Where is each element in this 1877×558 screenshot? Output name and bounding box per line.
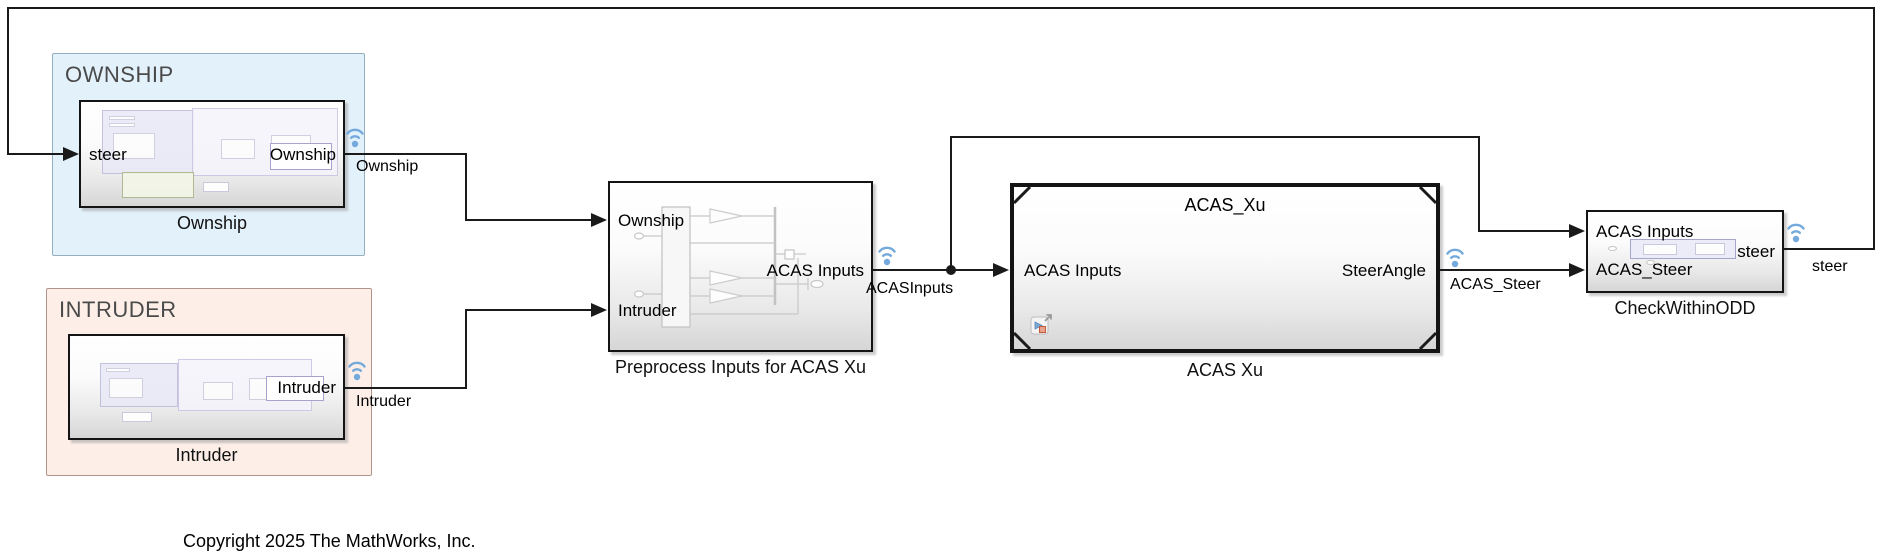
preview-box bbox=[203, 182, 229, 192]
ownship-block-name: Ownship bbox=[176, 213, 248, 233]
acas-xu-inport-label: ACAS Inputs bbox=[1024, 261, 1122, 280]
intruder-block[interactable]: Intruder bbox=[68, 334, 345, 440]
preview-oval bbox=[1608, 246, 1617, 251]
check-within-odd-block[interactable]: ACAS Inputs ACAS_Steer steer bbox=[1586, 210, 1784, 293]
branch-junction-dot bbox=[946, 265, 956, 275]
check-odd-outport-label: steer bbox=[1737, 242, 1775, 261]
model-reference-badge-icon[interactable] bbox=[1030, 313, 1054, 336]
ownship-inport-label: steer bbox=[89, 145, 127, 164]
copyright-annotation: Copyright 2025 The MathWorks, Inc. bbox=[183, 531, 476, 551]
preview-box bbox=[203, 382, 233, 400]
signal-label-acas-steer: ACAS_Steer bbox=[1450, 276, 1541, 293]
signal-label-ownship: Ownship bbox=[356, 158, 419, 175]
intruder-block-preview bbox=[100, 363, 178, 407]
preprocess-outport-label: ACAS Inputs bbox=[766, 261, 864, 280]
preview-box bbox=[109, 123, 135, 127]
preview-box bbox=[122, 412, 152, 422]
check-within-odd-preview bbox=[1630, 239, 1736, 259]
port-arrowhead-icon bbox=[591, 303, 607, 317]
wire-intruder-signal[interactable] bbox=[345, 303, 607, 389]
preview-box bbox=[221, 139, 255, 159]
wifi-signal-icon-acas-steer[interactable] bbox=[1445, 244, 1465, 271]
area-intruder-label: INTRUDER bbox=[59, 297, 177, 322]
port-arrowhead-icon bbox=[591, 213, 607, 227]
preprocess-inport-label-ownship: Ownship bbox=[618, 211, 685, 230]
check-odd-inport-label-acas-steer: ACAS_Steer bbox=[1596, 260, 1693, 279]
intruder-block-name: Intruder bbox=[175, 445, 238, 465]
preview-box bbox=[109, 378, 143, 398]
acas-xu-model-header: ACAS_Xu bbox=[1184, 195, 1266, 215]
signal-label-intruder: Intruder bbox=[356, 393, 412, 410]
acas-xu-outport-label: SteerAngle bbox=[1341, 261, 1426, 280]
wifi-signal-icon-acas-inputs[interactable] bbox=[877, 242, 897, 269]
acas-xu-block-name: ACAS Xu bbox=[1186, 360, 1264, 380]
port-arrowhead-icon bbox=[993, 263, 1009, 277]
area-ownship-label: OWNSHIP bbox=[65, 62, 174, 87]
preview-oval bbox=[1646, 260, 1655, 265]
preprocess-inport-label-intruder: Intruder bbox=[618, 301, 677, 320]
ownship-block-preview-green bbox=[122, 172, 194, 198]
port-arrowhead-icon bbox=[1569, 224, 1585, 238]
check-odd-inport-label-acas-inputs: ACAS Inputs bbox=[1596, 222, 1694, 241]
wifi-signal-icon-steer[interactable] bbox=[1786, 219, 1806, 246]
check-within-odd-block-name: CheckWithinODD bbox=[1614, 298, 1756, 318]
preview-box bbox=[1643, 244, 1677, 255]
preview-box bbox=[1695, 243, 1725, 255]
preview-box bbox=[109, 116, 135, 120]
wifi-signal-icon-ownship[interactable] bbox=[345, 124, 365, 151]
preprocess-block-name: Preprocess Inputs for ACAS Xu bbox=[614, 357, 867, 377]
wifi-signal-icon-intruder[interactable] bbox=[347, 357, 367, 384]
intruder-outport-label: Intruder bbox=[277, 378, 336, 397]
preview-box bbox=[106, 368, 130, 372]
acas-xu-block[interactable]: ACAS_Xu ACAS Inputs SteerAngle bbox=[1010, 183, 1440, 353]
port-arrowhead-icon bbox=[1569, 263, 1585, 277]
preview-box bbox=[266, 376, 324, 401]
signal-label-steer: steer bbox=[1812, 258, 1848, 275]
signal-label-acas-inputs: ACASInputs bbox=[866, 280, 954, 297]
ownship-outport-label: Ownship bbox=[269, 145, 336, 164]
preprocess-block[interactable]: Ownship Intruder ACAS Inputs bbox=[608, 181, 873, 352]
ownship-block[interactable]: steer Ownship bbox=[79, 100, 345, 208]
